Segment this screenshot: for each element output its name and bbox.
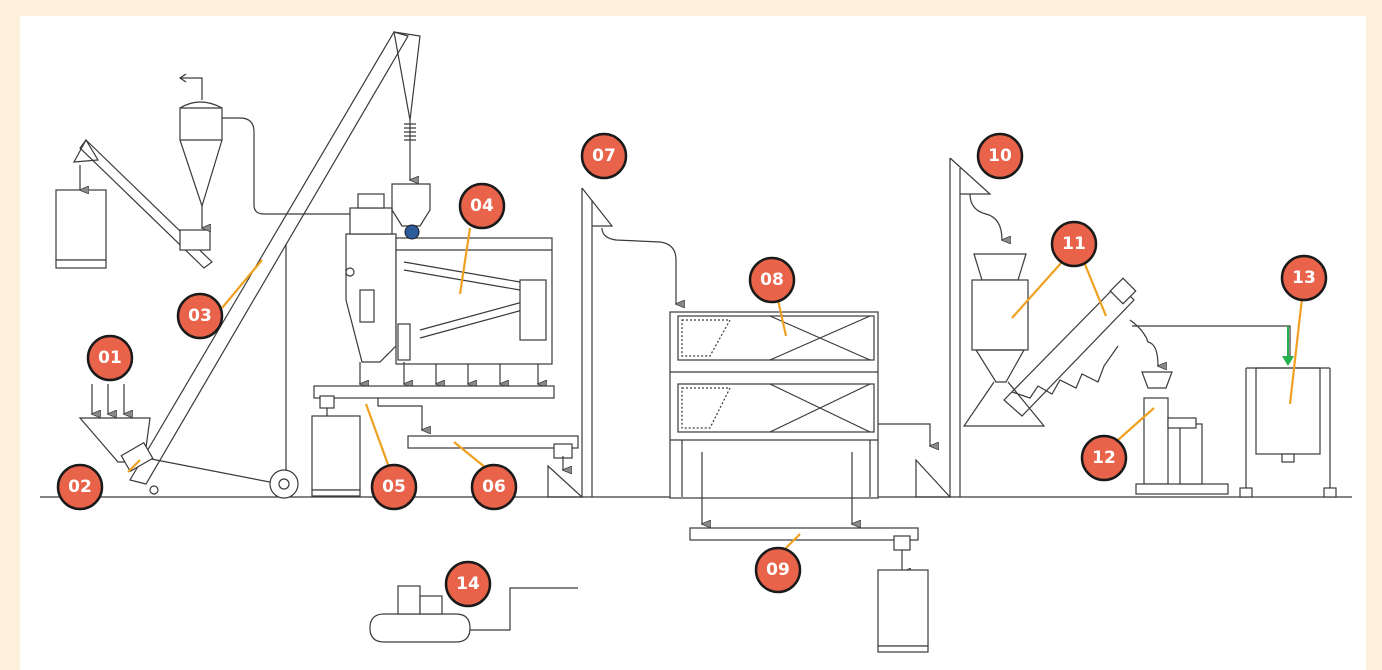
dust-cyclone <box>178 73 350 228</box>
discharge-belt-09 <box>689 527 929 653</box>
bucket-elevator-10 <box>915 157 1002 498</box>
badge-03-text: 03 <box>188 306 212 326</box>
badge-08: 08 <box>748 256 796 304</box>
badge-07-text: 07 <box>592 146 616 166</box>
badge-04-text: 04 <box>470 196 494 216</box>
air-compressor-14 <box>369 585 578 643</box>
gravity-separator-08 <box>669 311 930 524</box>
badge-02-text: 02 <box>68 477 92 497</box>
badge-13: 13 <box>1280 254 1328 302</box>
badge-10: 10 <box>976 132 1024 180</box>
feeding-hopper <box>78 384 154 473</box>
badge-07: 07 <box>580 132 628 180</box>
badge-06: 06 <box>470 463 518 511</box>
badge-05: 05 <box>370 463 418 511</box>
badge-06-text: 06 <box>482 477 506 497</box>
badge-02: 02 <box>56 463 104 511</box>
badge-08-text: 08 <box>760 270 784 290</box>
badge-09: 09 <box>754 546 802 594</box>
discharge-belt-06 <box>407 435 579 470</box>
badge-11-text: 11 <box>1062 234 1086 254</box>
badge-11: 11 <box>1050 220 1098 268</box>
storage-bin-13 <box>1239 326 1337 498</box>
seed-cleaner-machine <box>345 183 553 384</box>
badge-13-text: 13 <box>1292 268 1316 288</box>
badge-04: 04 <box>458 182 506 230</box>
small-incline-conveyor <box>72 138 213 269</box>
badge-12: 12 <box>1080 434 1128 482</box>
left-storage-bin <box>55 165 107 269</box>
bucket-elevator-07 <box>547 187 676 498</box>
badge-14: 14 <box>444 560 492 608</box>
long-incline-conveyor <box>129 31 421 499</box>
badge-01-text: 01 <box>98 348 122 368</box>
badge-01: 01 <box>86 334 134 382</box>
discharge-belt-05 <box>311 385 555 497</box>
badge-05-text: 05 <box>382 477 406 497</box>
seed-treater-11 <box>962 253 1291 427</box>
badge-10-text: 10 <box>988 146 1012 166</box>
badge-12-text: 12 <box>1092 448 1116 468</box>
badge-03: 03 <box>176 292 224 340</box>
badge-09-text: 09 <box>766 560 790 580</box>
packing-scale-12 <box>1135 371 1229 495</box>
process-flow-diagram: 01 02 03 04 05 06 07 08 09 10 11 12 13 1… <box>20 16 1366 670</box>
badge-14-text: 14 <box>456 574 480 594</box>
